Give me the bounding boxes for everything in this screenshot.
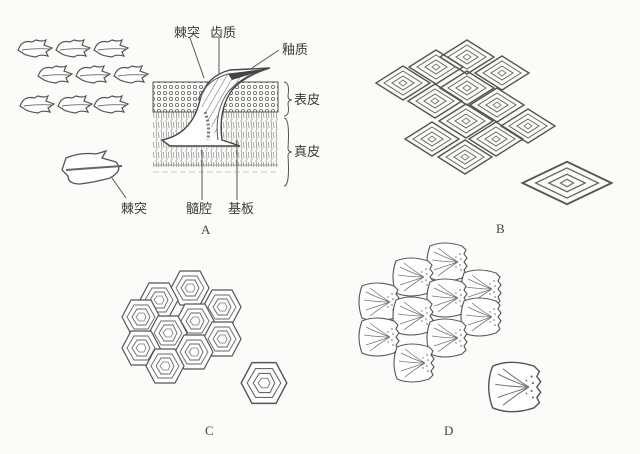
label-basal-plate: 基板 bbox=[228, 202, 255, 217]
label-enamel: 釉质 bbox=[282, 43, 309, 58]
label-spine-bottom: 棘突 bbox=[121, 202, 148, 217]
cycloid-scale-array bbox=[121, 270, 242, 384]
panel-label-d: D bbox=[444, 423, 454, 438]
panel-label-c: C bbox=[205, 423, 214, 438]
rhomboid-scale-single bbox=[521, 160, 613, 206]
label-dermis: 真皮 bbox=[294, 145, 321, 160]
panel-label-b: B bbox=[496, 221, 505, 236]
label-spine-top: 棘突 bbox=[174, 26, 201, 41]
panel-label-a: A bbox=[201, 222, 211, 237]
skin-cross-section bbox=[152, 37, 293, 200]
label-pulp-cavity: 髓腔 bbox=[186, 202, 213, 217]
ctenoid-scale-single bbox=[487, 361, 542, 413]
placoid-scale-array bbox=[17, 39, 149, 114]
rhomboid-scale-array bbox=[375, 39, 556, 175]
label-dentine: 齿质 bbox=[210, 26, 237, 41]
cycloid-scale-single bbox=[240, 361, 288, 405]
label-epidermis: 表皮 bbox=[294, 93, 321, 108]
ctenoid-scale-array bbox=[358, 242, 502, 383]
placoid-scale-single bbox=[61, 149, 127, 199]
